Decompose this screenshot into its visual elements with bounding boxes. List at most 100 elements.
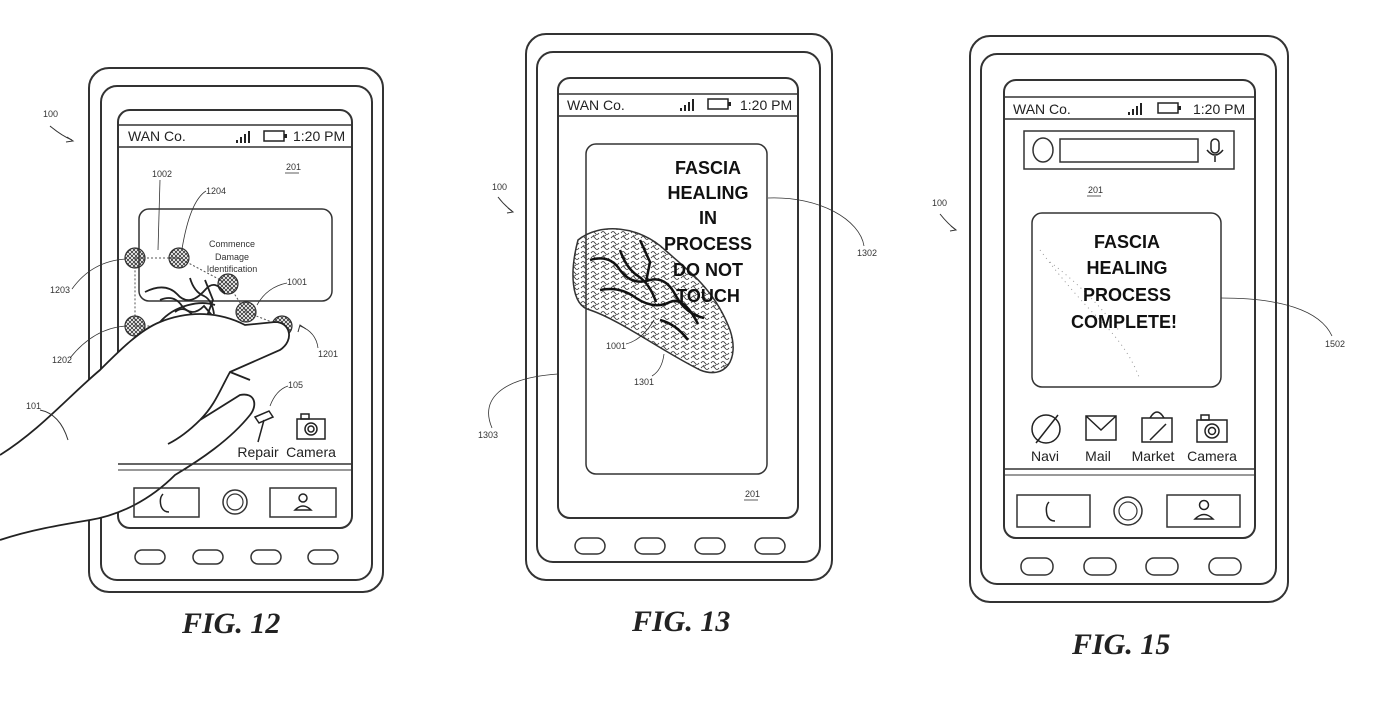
message-line-4: PROCESS <box>664 234 752 254</box>
screen-ref-label: 201 <box>745 489 760 499</box>
hand-illustration <box>0 302 290 541</box>
device-inner-frame <box>536 51 821 563</box>
device-inner-frame <box>100 85 373 581</box>
touch-point-1204 <box>168 247 190 269</box>
hardware-key <box>754 537 786 555</box>
ref-1303: 1303 <box>478 430 498 440</box>
message-line-3: IN <box>699 208 717 228</box>
hardware-key <box>1208 557 1242 576</box>
hardware-key <box>634 537 666 555</box>
touch-point-1001 <box>235 301 257 323</box>
signal-icon <box>236 131 250 143</box>
hammer-icon <box>253 410 275 443</box>
signal-icon <box>1128 103 1142 115</box>
device-screen <box>1003 79 1256 539</box>
hardware-key <box>192 549 224 565</box>
app-label-navi: Navi <box>1031 448 1059 464</box>
message-line-1: FASCIA <box>1094 232 1160 252</box>
home-button-ring <box>226 493 244 511</box>
arrowhead <box>506 207 515 214</box>
hardware-key <box>250 549 282 565</box>
search-widget <box>1023 130 1235 170</box>
device-outer-frame <box>969 35 1289 603</box>
carrier-name: WAN Co. <box>128 128 186 144</box>
message-line-1: FASCIA <box>675 158 741 178</box>
device-outer-frame <box>525 33 833 581</box>
arrowhead <box>949 225 958 232</box>
contacts-button <box>269 487 337 518</box>
hardware-key <box>1020 557 1054 576</box>
device-ref-label: 100 <box>932 198 947 208</box>
camera-icon <box>296 413 326 440</box>
ref-1203: 1203 <box>50 285 70 295</box>
battery-icon <box>263 130 287 142</box>
battery-icon <box>1157 102 1181 114</box>
hardware-key <box>1145 557 1179 576</box>
ref-1201: 1201 <box>318 349 338 359</box>
search-input <box>1059 138 1199 163</box>
figure-caption-15: FIG. 15 <box>1072 628 1171 661</box>
hardware-key <box>134 549 166 565</box>
ref-1301: 1301 <box>634 377 654 387</box>
microphone-icon <box>1206 138 1224 162</box>
leader-line <box>269 385 289 407</box>
contact-icon <box>293 493 313 511</box>
leader-line <box>71 258 127 290</box>
ref-105: 105 <box>288 380 303 390</box>
hardware-key <box>574 537 606 555</box>
popup-line-1: Commence <box>209 239 255 249</box>
leader-line <box>1220 297 1333 337</box>
touch-point-1203 <box>124 247 146 269</box>
search-icon <box>1032 137 1054 163</box>
clock-time: 1:20 PM <box>740 97 792 113</box>
popup-line-3: Identification <box>207 264 258 274</box>
message-line-6: TOUCH <box>676 286 740 306</box>
leader-line <box>651 353 665 377</box>
leader-line <box>69 325 127 359</box>
phone-button <box>1016 494 1091 528</box>
screen-ref-label: 201 <box>286 162 301 172</box>
figure-12: 100 WAN Co. 1:20 PM 201 Commence Damage … <box>0 67 384 593</box>
app-label-camera: Camera <box>286 444 336 460</box>
device-outer-frame <box>88 67 384 593</box>
app-label-market: Market <box>1132 448 1175 464</box>
camera-icon <box>1196 414 1228 443</box>
market-bag-icon <box>1141 411 1173 443</box>
ref-1002: 1002 <box>152 169 172 179</box>
touch-point <box>217 273 239 295</box>
leader-line <box>256 282 288 306</box>
hand-ref-label: 101 <box>26 401 41 411</box>
app-label-mail: Mail <box>1085 448 1111 464</box>
ref-1204: 1204 <box>206 186 226 196</box>
home-button-icon <box>222 489 248 515</box>
battery-icon <box>707 98 731 110</box>
damage-lines <box>589 239 705 341</box>
hardware-key <box>307 549 339 565</box>
device-screen <box>117 109 353 529</box>
ref-1001: 1001 <box>606 341 626 351</box>
clock-time: 1:20 PM <box>293 128 345 144</box>
healing-complete-panel <box>1031 212 1222 388</box>
ref-1302: 1302 <box>857 248 877 258</box>
leader-line <box>157 179 161 251</box>
home-button-ring <box>1118 501 1138 521</box>
device-ref-label: 100 <box>43 109 58 119</box>
popup-line-2: Damage <box>215 252 249 262</box>
ref-1502: 1502 <box>1325 339 1345 349</box>
figure-caption-13: FIG. 13 <box>632 605 731 638</box>
message-line-5: DO NOT <box>673 260 743 280</box>
mail-icon <box>1085 415 1117 441</box>
carrier-name: WAN Co. <box>567 97 625 113</box>
compass-icon <box>1031 414 1061 444</box>
clock-time: 1:20 PM <box>1193 101 1245 117</box>
contacts-button <box>1166 494 1241 528</box>
ref-1202: 1202 <box>52 355 72 365</box>
figure-15: 100 WAN Co. 1:20 PM 201 FASCIA <box>932 35 1345 603</box>
app-label-camera: Camera <box>1187 448 1237 464</box>
arrowhead <box>65 136 75 143</box>
phone-button <box>133 487 200 518</box>
phone-icon <box>1045 501 1056 522</box>
device-inner-frame <box>980 53 1277 585</box>
